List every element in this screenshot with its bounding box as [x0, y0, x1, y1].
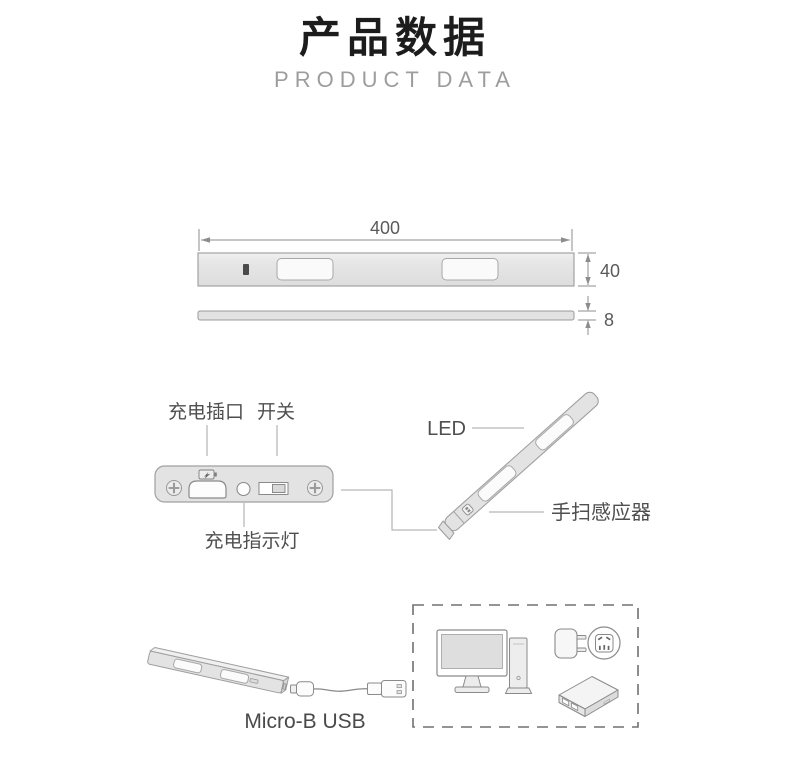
end-view-detail: 充电插口 开关 [154, 401, 437, 552]
power-switch-icon [258, 482, 289, 495]
battery-charging-icon [198, 469, 217, 480]
sensor-indicator-icon [243, 264, 249, 275]
led-label: LED [427, 418, 466, 440]
charging-port-icon [188, 480, 227, 499]
usb-connection-section: Micro-B USB [147, 646, 407, 733]
connector-route-line [341, 489, 437, 531]
charge-indicator-label: 充电指示灯 [204, 530, 299, 552]
thickness-dimension-label: 8 [604, 310, 614, 330]
screw-icon [166, 480, 182, 496]
usb-port-icon [282, 683, 287, 690]
length-dimension-label: 400 [370, 218, 400, 238]
arrow-up-icon [585, 320, 591, 328]
led-panel [535, 414, 574, 451]
height-dimension-label: 40 [600, 261, 620, 281]
usb-contact [396, 690, 402, 695]
screw-icon [307, 480, 323, 496]
power-sources-box [412, 604, 639, 728]
page-header: 产品数据 PRODUCT DATA [0, 0, 790, 92]
light-bar-angled [444, 391, 599, 532]
micro-b-usb-cable [290, 680, 407, 698]
micro-b-plug-body [296, 681, 314, 697]
page-title: 产品数据 [298, 14, 491, 61]
arrow-down-icon [585, 277, 591, 285]
charging-port-label: 充电插口 [168, 401, 244, 423]
arrow-right-icon [561, 237, 570, 243]
dashed-border [412, 604, 639, 728]
page-subtitle: PRODUCT DATA [274, 67, 516, 92]
bar-end-face [438, 520, 455, 540]
usb-a-metal-sleeve [367, 682, 382, 695]
micro-b-usb-label: Micro-B USB [244, 710, 365, 733]
arrow-left-icon [201, 237, 210, 243]
led-panel [441, 258, 499, 281]
end-cap-seam [453, 511, 465, 524]
micro-b-plug-tip [290, 684, 297, 694]
arrow-down-icon [585, 303, 591, 311]
sensor-window-icon [249, 678, 259, 684]
led-panel [276, 258, 334, 281]
usb-a-plug-body [381, 680, 407, 698]
arrow-up-icon [585, 254, 591, 262]
wall-socket-icon [587, 626, 621, 660]
usb-port-icon [562, 697, 570, 707]
led-panel [173, 658, 203, 674]
sensor-window-icon [461, 503, 474, 516]
usb-port-icon [571, 702, 579, 712]
hand-sweep-sensor-label: 手扫感应器 [551, 501, 651, 524]
light-bar-perspective [147, 646, 290, 694]
angled-view: LED 手扫感应器 [427, 391, 651, 540]
led-panel [477, 465, 517, 502]
dimension-diagram: 400 40 8 [197, 218, 620, 335]
power-bank-icon [558, 676, 619, 717]
switch-label: 开关 [257, 401, 295, 423]
light-bar-front-view [197, 252, 575, 287]
charge-indicator-light-icon [236, 481, 251, 497]
cable [313, 688, 368, 692]
light-bar-side-view [197, 310, 575, 321]
led-panel [219, 669, 250, 684]
power-adapter-icon [554, 628, 587, 659]
bar-body [197, 252, 575, 287]
computer-icon [436, 629, 533, 694]
usb-contact [396, 684, 402, 689]
